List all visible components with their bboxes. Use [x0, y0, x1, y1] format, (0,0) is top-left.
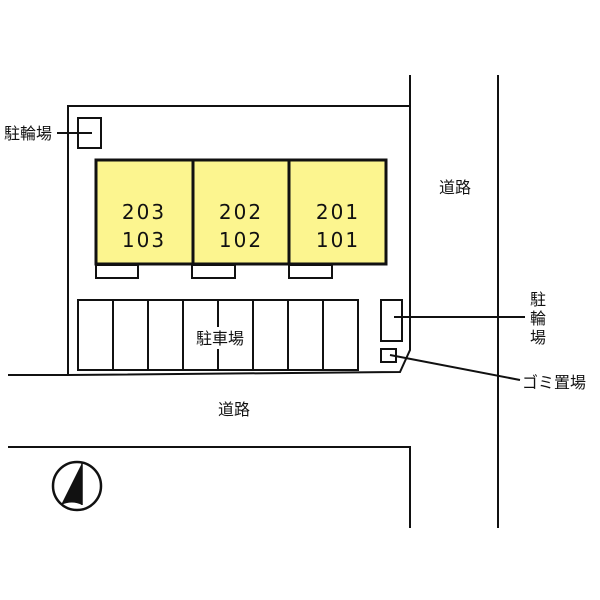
entrance-step: [288, 264, 333, 279]
unit-number: 201: [316, 200, 360, 224]
unit-number: 202: [219, 200, 263, 224]
north-arrow-icon: [51, 460, 103, 512]
building: 203 103 202 102 201 101: [94, 158, 388, 279]
road-lines: [8, 75, 499, 528]
property-boundary: [67, 75, 411, 376]
bicycle-parking-label: 駐輪場: [4, 124, 52, 143]
road-label-east: 道路: [439, 178, 471, 197]
unit-number: 101: [316, 228, 360, 252]
parking-lot-label: 駐車場: [196, 329, 244, 348]
parking-lot: 駐車場: [77, 299, 359, 371]
garbage-area-label: ゴミ置場: [522, 373, 586, 392]
unit-202-102[interactable]: [191, 158, 291, 266]
bicycle-parking-right: 駐 輪 場: [380, 290, 546, 347]
road-label-south: 道路: [218, 400, 250, 419]
entrance-step: [95, 264, 139, 279]
garbage-area: ゴミ置場: [380, 348, 586, 392]
unit-number: 102: [219, 228, 263, 252]
unit-number: 103: [122, 228, 166, 252]
entrance-step: [191, 264, 236, 279]
unit-201-101[interactable]: [287, 158, 388, 266]
bicycle-parking-label-char: 駐: [530, 290, 546, 309]
bicycle-parking-label-char: 輪: [530, 309, 546, 328]
unit-number: 203: [122, 200, 166, 224]
bicycle-parking-label-char: 場: [530, 328, 546, 347]
bicycle-parking-left: 駐輪場: [4, 117, 102, 149]
